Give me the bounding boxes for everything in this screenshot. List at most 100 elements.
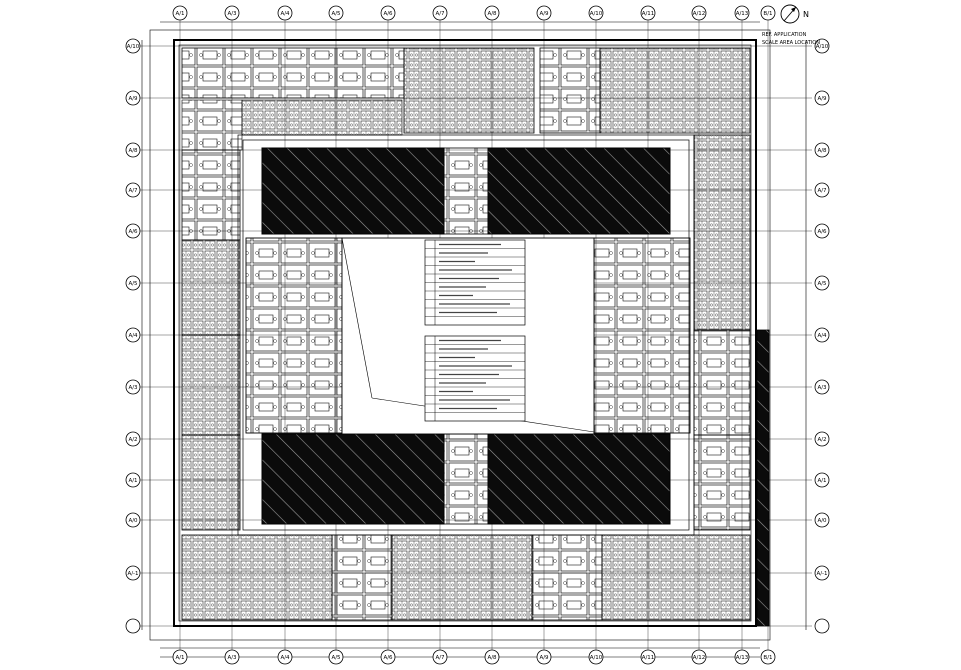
grid-bubble: A/12: [691, 649, 707, 665]
grid-bubble-label: A/10: [590, 655, 603, 661]
grid-bubble: A/6: [814, 223, 830, 239]
grid-bubble: A/8: [125, 142, 141, 158]
grid-bubble: A/4: [277, 5, 293, 21]
grid-bubble: A/8: [814, 142, 830, 158]
grid-bubble: B/1: [760, 649, 776, 665]
grid-bubble: A/6: [380, 649, 396, 665]
grid-bubble: A/1: [814, 472, 830, 488]
grid-bubble-label: A/13: [736, 11, 749, 17]
grid-bubble-label: A/9: [128, 96, 138, 102]
grid-bubble-label: A/9: [539, 11, 549, 17]
grid-bubble: [125, 618, 141, 634]
grid-bubble: A/10: [588, 649, 604, 665]
grid-bubble-label: A/10: [127, 44, 140, 50]
grid-bubble-label: A/5: [331, 655, 341, 661]
grid-bubble-label: A/4: [128, 333, 138, 339]
north-label: N: [803, 10, 809, 19]
grid-bubble: A/13: [734, 5, 750, 21]
grid-bubble-label: A/3: [227, 655, 237, 661]
grid-bubble: A/10: [588, 5, 604, 21]
grid-bubble-label: A/9: [539, 655, 549, 661]
grid-bubble-label: A/11: [642, 655, 655, 661]
grid-bubble-label: A/1: [175, 11, 184, 17]
grid-bubble-label: A/4: [280, 655, 290, 661]
grid-bubble-label: A/10: [590, 11, 603, 17]
grid-bubble: A/1: [125, 472, 141, 488]
grid-bubble-label: B/1: [763, 655, 772, 661]
grid-bubble: A/4: [277, 649, 293, 665]
grid-bubble-label: A/10: [816, 44, 829, 50]
grid-bubble: A/7: [814, 182, 830, 198]
grid-bubble-label: A/1: [817, 478, 826, 484]
grid-bubbles-left: A/10A/9A/8A/7A/6A/5A/4A/3A/2A/1A/0A/-1: [125, 38, 141, 634]
grid-bubble: A/10: [125, 38, 141, 54]
grid-bubble-label: A/7: [435, 655, 445, 661]
grid-bubble-label: A/5: [331, 11, 341, 17]
grid-bubble: A/10: [814, 38, 830, 54]
grid-bubble: A/1: [172, 5, 188, 21]
grid-bubble: A/7: [432, 649, 448, 665]
grid-bubble-label: A/9: [817, 96, 827, 102]
grid-bubble-label: A/-1: [816, 571, 827, 577]
grid-bubble-label: A/6: [383, 655, 393, 661]
grid-bubble: A/9: [125, 90, 141, 106]
grid-bubbles-bottom: A/1 A/3 A/4 A/5 A/6 A/7 A/8 A/9 A/10 A/11 A/12 A/13…: [172, 649, 776, 665]
grid-bubble-label: A/8: [817, 148, 827, 154]
grid-bubble-label: A/0: [128, 518, 138, 524]
grid-bubble: A/6: [125, 223, 141, 239]
grid-bubble: A/-1: [125, 565, 141, 581]
grid-bubble-label: A/-1: [127, 571, 138, 577]
grid-bubble: A/5: [328, 649, 344, 665]
grid-bubble-label: A/6: [817, 229, 827, 235]
grid-bubble: A/7: [432, 5, 448, 21]
grid-bubble: A/2: [125, 431, 141, 447]
grid-bubble: A/3: [125, 379, 141, 395]
title-notes: REF. APPLICATION SCALE AREA LOCATION: [762, 32, 820, 46]
grid-bubble: A/1: [172, 649, 188, 665]
grid-bubble-label: A/13: [736, 655, 749, 661]
grid-bubble: A/2: [814, 431, 830, 447]
corridor-ring: [237, 134, 695, 536]
grid-bubble-label: A/8: [128, 148, 138, 154]
legend-table-upper: [424, 239, 526, 326]
grid-bubble: A/5: [814, 275, 830, 291]
grid-bubble-label: A/6: [128, 229, 138, 235]
grid-bubble-label: A/1: [128, 478, 137, 484]
grid-bubble-label: A/12: [693, 655, 706, 661]
grid-bubble: A/6: [380, 5, 396, 21]
grid-bubble: A/11: [640, 5, 656, 21]
grid-bubble: A/9: [814, 90, 830, 106]
grid-bubble: A/12: [691, 5, 707, 21]
grid-bubble-label: A/4: [817, 333, 827, 339]
workstation-zones: [181, 47, 751, 621]
grid-bubble-label: A/6: [383, 11, 393, 17]
stair-cores: [443, 147, 489, 525]
grid-bubble-label: A/7: [128, 188, 138, 194]
grid-bubble: [814, 618, 830, 634]
north-arrow-icon: N: [780, 4, 809, 24]
grid-bubble-label: A/7: [435, 11, 445, 17]
grid-bubble: A/8: [484, 649, 500, 665]
grid-bubble-label: A/2: [817, 437, 826, 443]
grid-bubble-label: A/5: [128, 281, 138, 287]
grid-bubble: A/0: [125, 512, 141, 528]
grid-bubble-label: A/12: [693, 11, 706, 17]
title-note-2: SCALE AREA LOCATION: [762, 40, 820, 46]
grid-bubble: A/4: [125, 327, 141, 343]
grid-bubble-label: A/0: [817, 518, 827, 524]
title-note-1: REF. APPLICATION: [762, 32, 807, 38]
grid-bubble: A/9: [536, 649, 552, 665]
grid-bubble: A/3: [224, 649, 240, 665]
grid-bubble-label: A/2: [128, 437, 137, 443]
grid-bubble-label: B/1: [763, 11, 772, 17]
legend-table-lower: [424, 335, 526, 422]
grid-bubble-label: A/1: [175, 655, 184, 661]
grid-bubble-label: A/11: [642, 11, 655, 17]
grid-bubble: B/1: [760, 5, 776, 21]
grid-bubble: A/0: [814, 512, 830, 528]
grid-bubble-label: A/3: [128, 385, 138, 391]
grid-bubble: A/5: [328, 5, 344, 21]
grid-bubble-label: A/5: [817, 281, 827, 287]
